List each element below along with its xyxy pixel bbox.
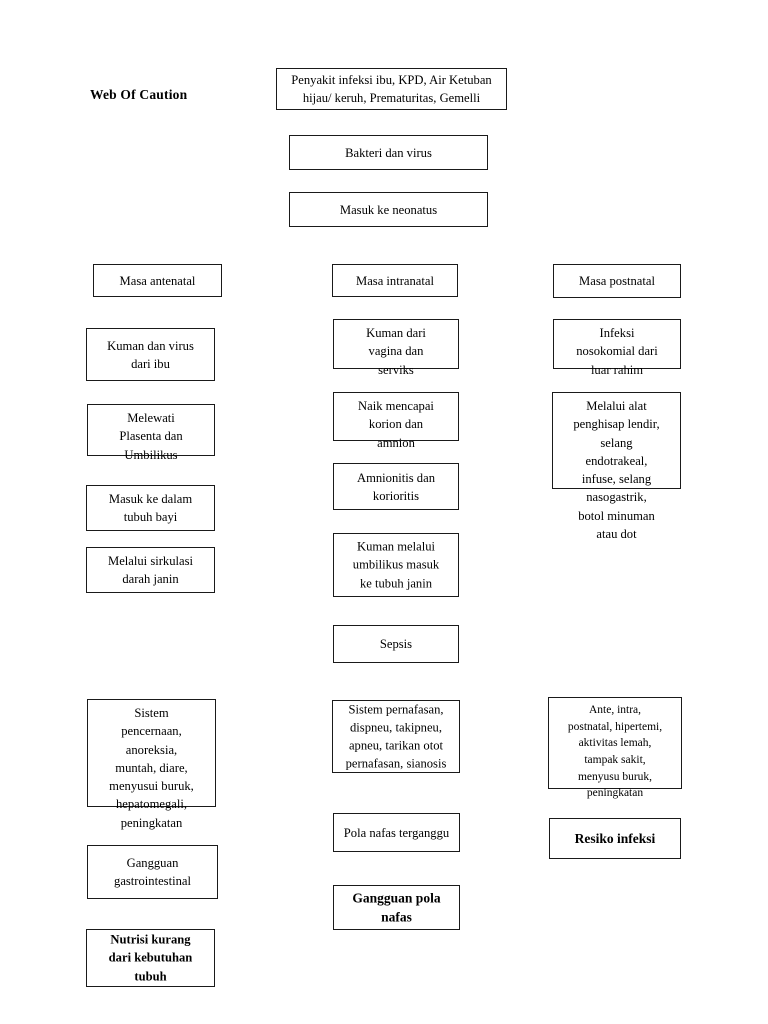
node-antenatal-4-label: Melalui sirkulasi darah janin — [108, 553, 193, 586]
node-intranatal-4-label: Kuman melalui umbilikus masuk ke tubuh j… — [352, 539, 440, 591]
heading-intranatal-label: Masa intranatal — [356, 273, 434, 288]
node-postnatal-sign-label: Ante, intra, postnatal, hipertemi, aktiv… — [567, 704, 663, 800]
heading-antenatal: Masa antenatal — [93, 264, 222, 297]
node-antenatal-4: Melalui sirkulasi darah janin — [86, 547, 215, 593]
node-postnatal-1: Infeksi nosokomial dari luar rahim — [553, 319, 681, 377]
heading-postnatal-label: Masa postnatal — [579, 273, 655, 288]
node-intranatal-diagnosis: Gangguan pola nafas — [333, 885, 460, 930]
node-agent: Bakteri dan virus — [289, 135, 488, 170]
node-intranatal-5-label: Sepsis — [379, 636, 413, 651]
node-antenatal-3: Masuk ke dalam tubuh bayi — [86, 485, 215, 531]
node-trigger-label: Penyakit infeksi ibu, KPD, Air Ketuban h… — [291, 72, 492, 105]
node-trigger: Penyakit infeksi ibu, KPD, Air Ketuban h… — [276, 68, 507, 110]
node-antenatal-1: Kuman dan virus dari ibu — [86, 328, 215, 381]
node-intranatal-3: Amnionitis dan korioritis — [333, 463, 459, 510]
node-antenatal-sign: Sistem pencernaan, anoreksia, muntah, di… — [87, 699, 216, 830]
node-antenatal-1-label: Kuman dan virus dari ibu — [107, 338, 194, 371]
node-postnatal-1-label: Infeksi nosokomial dari luar rahim — [576, 326, 658, 377]
node-intranatal-problem: Pola nafas terganggu — [333, 813, 460, 852]
node-postnatal-sign: Ante, intra, postnatal, hipertemi, aktiv… — [548, 697, 682, 799]
node-intranatal-sign-label: Sistem pernafasan, dispneu, takipneu, ap… — [345, 702, 447, 771]
node-entry-label: Masuk ke neonatus — [339, 202, 438, 217]
node-intranatal-problem-label: Pola nafas terganggu — [343, 825, 450, 840]
node-postnatal-2: Melalui alat penghisap lendir, selang en… — [552, 392, 681, 541]
heading-postnatal: Masa postnatal — [553, 264, 681, 298]
node-antenatal-diagnosis-label: Nutrisi kurang dari kebutuhan tubuh — [108, 932, 193, 984]
node-intranatal-1-label: Kuman dari vagina dan serviks — [366, 326, 426, 377]
node-postnatal-diagnosis-label: Resiko infeksi — [574, 830, 656, 846]
node-agent-label: Bakteri dan virus — [345, 145, 432, 160]
node-intranatal-sign: Sistem pernafasan, dispneu, takipneu, ap… — [332, 700, 460, 773]
heading-antenatal-label: Masa antenatal — [119, 273, 196, 288]
node-intranatal-4: Kuman melalui umbilikus masuk ke tubuh j… — [333, 533, 459, 597]
node-intranatal-diagnosis-label: Gangguan pola nafas — [352, 889, 441, 925]
node-postnatal-diagnosis: Resiko infeksi — [549, 818, 681, 859]
node-antenatal-2: Melewati Plasenta dan Umbilikus — [87, 404, 215, 462]
node-intranatal-2: Naik mencapai korion dan amnion — [333, 392, 459, 450]
node-antenatal-problem-label: Gangguan gastrointestinal — [114, 855, 191, 888]
node-antenatal-diagnosis: Nutrisi kurang dari kebutuhan tubuh — [86, 929, 215, 987]
node-entry: Masuk ke neonatus — [289, 192, 488, 227]
node-intranatal-3-label: Amnionitis dan korioritis — [356, 470, 435, 503]
node-antenatal-3-label: Masuk ke dalam tubuh bayi — [108, 491, 193, 524]
heading-intranatal: Masa intranatal — [332, 264, 458, 297]
page-title: Web Of Caution — [90, 87, 188, 102]
node-intranatal-5: Sepsis — [333, 625, 459, 663]
node-intranatal-1: Kuman dari vagina dan serviks — [333, 319, 459, 377]
node-postnatal-2-label: Melalui alat penghisap lendir, selang en… — [573, 399, 660, 541]
node-intranatal-2-label: Naik mencapai korion dan amnion — [358, 399, 434, 450]
node-antenatal-problem: Gangguan gastrointestinal — [87, 845, 218, 899]
node-antenatal-2-label: Melewati Plasenta dan Umbilikus — [119, 411, 183, 462]
node-antenatal-sign-label: Sistem pencernaan, anoreksia, muntah, di… — [109, 706, 194, 830]
